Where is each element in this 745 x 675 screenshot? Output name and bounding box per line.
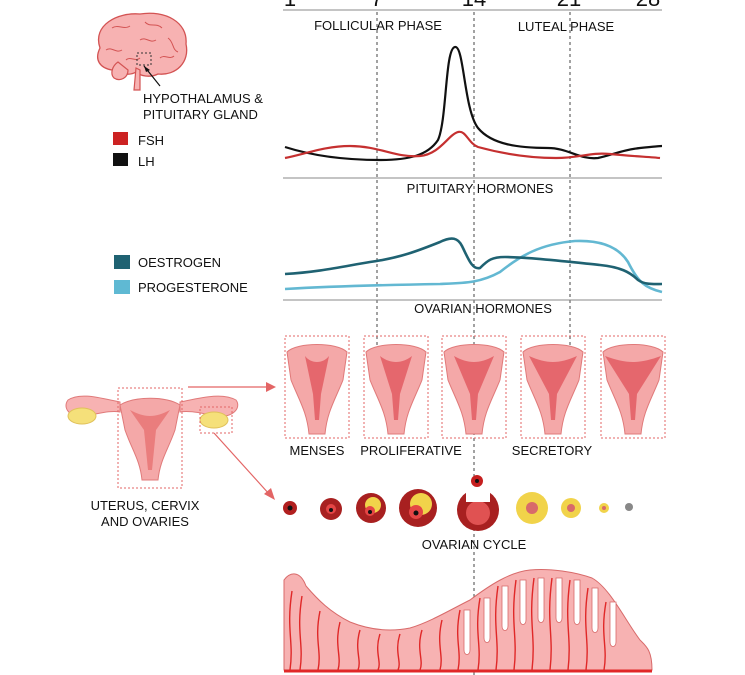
spiral-artery — [337, 621, 341, 671]
endometrial-gland — [555, 577, 563, 623]
corpus-luteum-icon — [561, 498, 581, 518]
ovarian-cycle-follicles — [283, 475, 633, 531]
brain-label-line1: HYPOTHALAMUS & — [143, 91, 263, 106]
pituitary-legend: FSH LH — [113, 132, 164, 169]
day-label-28: 28 — [636, 0, 660, 11]
follicular-phase-label: FOLLICULAR PHASE — [314, 18, 442, 33]
uterus-phase-1 — [284, 335, 350, 439]
day-label-21: 21 — [557, 0, 581, 11]
follicle-icon — [356, 493, 386, 523]
ovarian-cycle-title: OVARIAN CYCLE — [422, 537, 527, 552]
fsh-curve — [284, 130, 661, 160]
uterus-phase-5 — [600, 335, 666, 439]
endometrial-gland — [609, 601, 617, 647]
oestrogen-legend-label: OESTROGEN — [138, 255, 221, 270]
corpus-luteum-icon — [516, 492, 548, 524]
endometrial-gland — [483, 597, 491, 643]
spiral-artery — [457, 609, 461, 671]
progesterone-swatch — [114, 280, 130, 294]
spiral-artery — [584, 587, 589, 671]
endometrial-gland — [537, 577, 545, 623]
day-scale: 1 7 14 21 28 — [284, 0, 660, 11]
uterus-phase-2 — [363, 335, 429, 439]
brain-label-line2: PITUITARY GLAND — [143, 107, 258, 122]
progesterone-curve — [284, 239, 663, 294]
corpus-albicans-icon — [625, 503, 633, 511]
follicle-icon — [320, 498, 342, 520]
spiral-artery — [397, 633, 401, 671]
uterus-icon — [65, 387, 239, 489]
endometrial-gland — [591, 587, 599, 633]
day-label-7: 7 — [371, 0, 383, 11]
secretory-label: SECRETORY — [512, 443, 593, 458]
lh-legend-label: LH — [138, 154, 155, 169]
oestrogen-swatch — [114, 255, 130, 269]
spiral-artery — [566, 579, 571, 671]
oestrogen-curve — [284, 237, 663, 286]
ovarian-hormones-title: OVARIAN HORMONES — [414, 301, 552, 316]
uterus-label-line1: UTERUS, CERVIX — [91, 498, 200, 513]
spiral-artery — [494, 585, 499, 671]
follicle-icon — [399, 489, 437, 527]
uterus-phase-series — [284, 335, 666, 439]
fsh-swatch — [113, 132, 128, 145]
lh-curve — [284, 45, 663, 162]
spiral-artery — [512, 579, 517, 671]
spiral-artery — [530, 577, 535, 671]
endometrial-gland — [501, 585, 509, 631]
spiral-artery — [288, 590, 293, 671]
endometrium-icon — [283, 569, 653, 673]
proliferative-label: PROLIFERATIVE — [360, 443, 462, 458]
endometrial-gland — [519, 579, 527, 625]
ovarian-legend: OESTROGEN PROGESTERONE — [114, 255, 248, 295]
progesterone-legend-label: PROGESTERONE — [138, 280, 248, 295]
ovulation-follicle-icon — [457, 475, 499, 531]
spiral-artery — [419, 629, 423, 671]
spiral-artery — [603, 601, 607, 671]
uterus-phase-3 — [441, 335, 507, 439]
spiral-artery — [377, 633, 381, 671]
day-label-1: 1 — [284, 0, 296, 11]
spiral-artery — [477, 597, 481, 671]
spiral-artery — [357, 629, 361, 671]
endometrial-gland — [573, 579, 581, 625]
day-label-14: 14 — [462, 0, 486, 11]
follicle-icon — [283, 501, 297, 515]
zoom-arrows — [188, 382, 276, 500]
lh-swatch — [113, 153, 128, 166]
spiral-artery — [317, 610, 321, 671]
spiral-artery — [439, 619, 443, 671]
brain-icon — [97, 12, 188, 91]
spiral-artery — [299, 595, 303, 671]
fsh-legend-label: FSH — [138, 133, 164, 148]
pituitary-hormones-title: PITUITARY HORMONES — [407, 181, 554, 196]
spiral-artery — [548, 577, 553, 671]
endometrial-gland — [463, 609, 471, 655]
luteal-phase-label: LUTEAL PHASE — [518, 19, 615, 34]
menses-label: MENSES — [290, 443, 345, 458]
uterus-phase-4 — [520, 335, 586, 439]
uterus-label-line2: AND OVARIES — [101, 514, 189, 529]
corpus-luteum-icon — [599, 503, 609, 513]
